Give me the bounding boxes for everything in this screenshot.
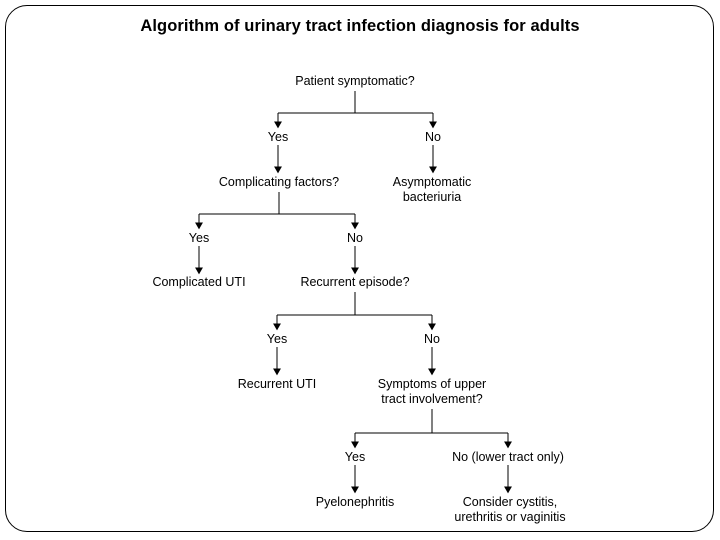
edge-label-complicating-yes: Yes	[188, 231, 210, 245]
edge-label-recurrent-no: No	[424, 332, 440, 346]
page-border	[5, 5, 714, 532]
node-pyelonephritis: Pyelonephritis	[315, 495, 395, 509]
page-title: Algorithm of urinary tract infection dia…	[140, 17, 580, 35]
edge-label-symptomatic-no: No	[425, 130, 441, 144]
node-patient-symptomatic: Patient symptomatic?	[295, 74, 415, 88]
edge-label-symptomatic-yes: Yes	[267, 130, 289, 144]
node-recurrent-episode: Recurrent episode?	[300, 275, 410, 289]
edge-label-recurrent-yes: Yes	[266, 332, 288, 346]
node-asymptomatic-bacteriuria: Asymptomatic bacteriuria	[392, 175, 472, 204]
node-complicating-factors: Complicating factors?	[218, 175, 340, 189]
edge-label-complicating-no: No	[347, 231, 363, 245]
node-consider-cystitis: Consider cystitis, urethritis or vaginit…	[454, 495, 566, 524]
edge-label-upper-tract-no: No (lower tract only)	[452, 450, 564, 464]
node-complicated-uti: Complicated UTI	[152, 275, 246, 289]
node-symptoms-upper-tract: Symptoms of upper tract involvement?	[377, 377, 487, 406]
edge-label-upper-tract-yes: Yes	[344, 450, 366, 464]
node-recurrent-uti: Recurrent UTI	[237, 377, 317, 391]
